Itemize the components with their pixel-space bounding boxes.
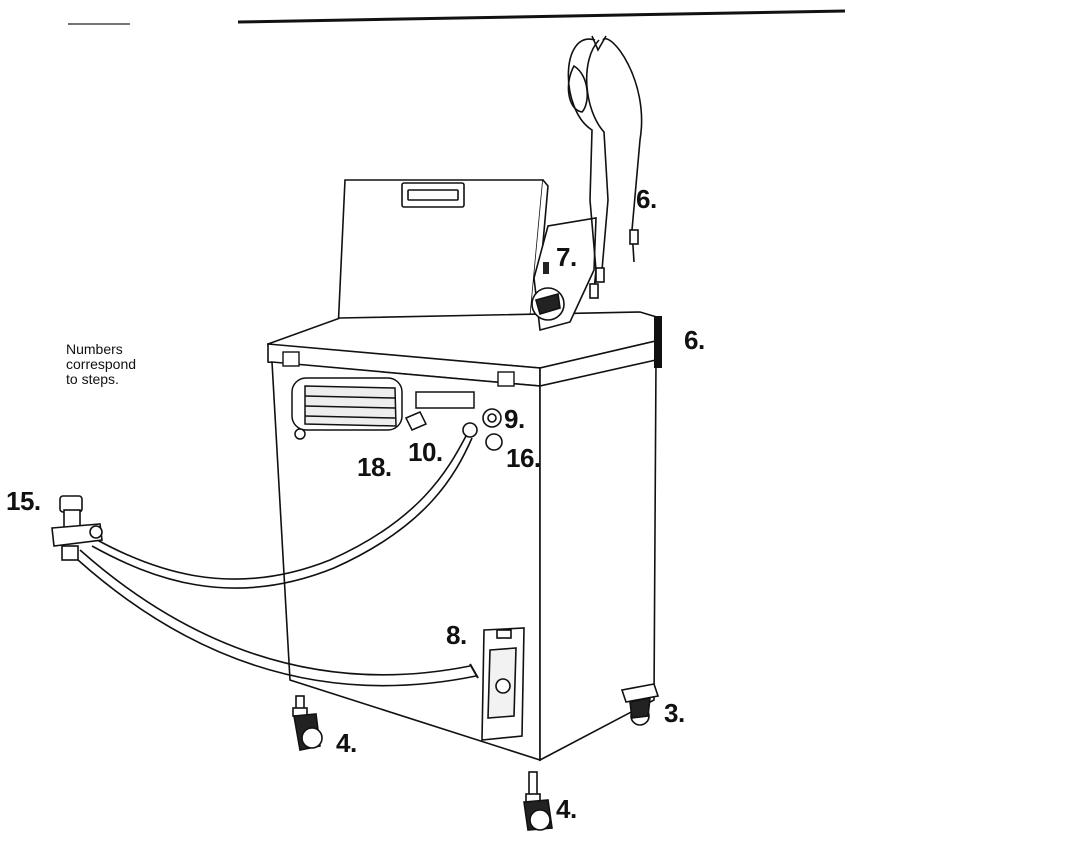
cabinet-body <box>271 358 657 762</box>
mixing-valve <box>51 495 103 561</box>
caster-front <box>523 771 553 831</box>
label-caster-left-4: 4. <box>336 728 357 758</box>
hanging-hoses <box>567 35 643 299</box>
figure-note-line-1: Numbers <box>66 341 123 357</box>
drain-hose <box>77 549 479 687</box>
rear-connectors <box>462 408 503 451</box>
label-valve-15: 15. <box>6 486 41 516</box>
figure-note-line-2: correspond <box>66 356 137 372</box>
header-rule-long <box>237 9 846 24</box>
label-caster-3: 3. <box>664 698 685 728</box>
label-hanger-7: 7. <box>556 242 577 272</box>
lid-hinges <box>282 351 515 387</box>
cord-tray <box>291 377 475 440</box>
supply-hose <box>89 435 473 589</box>
figure-note: Numbers correspond to steps. <box>66 342 136 387</box>
hose-hanger <box>531 217 597 332</box>
figure-note-line-3: to steps. <box>66 371 119 387</box>
caster-left <box>292 695 323 751</box>
label-panel-8: 8. <box>446 620 467 650</box>
access-panel <box>481 627 525 741</box>
label-connector-10: 10. <box>408 437 443 467</box>
label-bracket-6: 6. <box>684 325 705 355</box>
bracket-strip <box>654 316 662 368</box>
label-hoses-6: 6. <box>636 184 657 214</box>
caster-rear-right <box>620 683 660 726</box>
label-cord-18: 18. <box>357 452 392 482</box>
label-socket-9: 9. <box>504 404 525 434</box>
label-plug-16: 16. <box>506 443 541 473</box>
label-caster-front-4: 4. <box>556 794 577 824</box>
